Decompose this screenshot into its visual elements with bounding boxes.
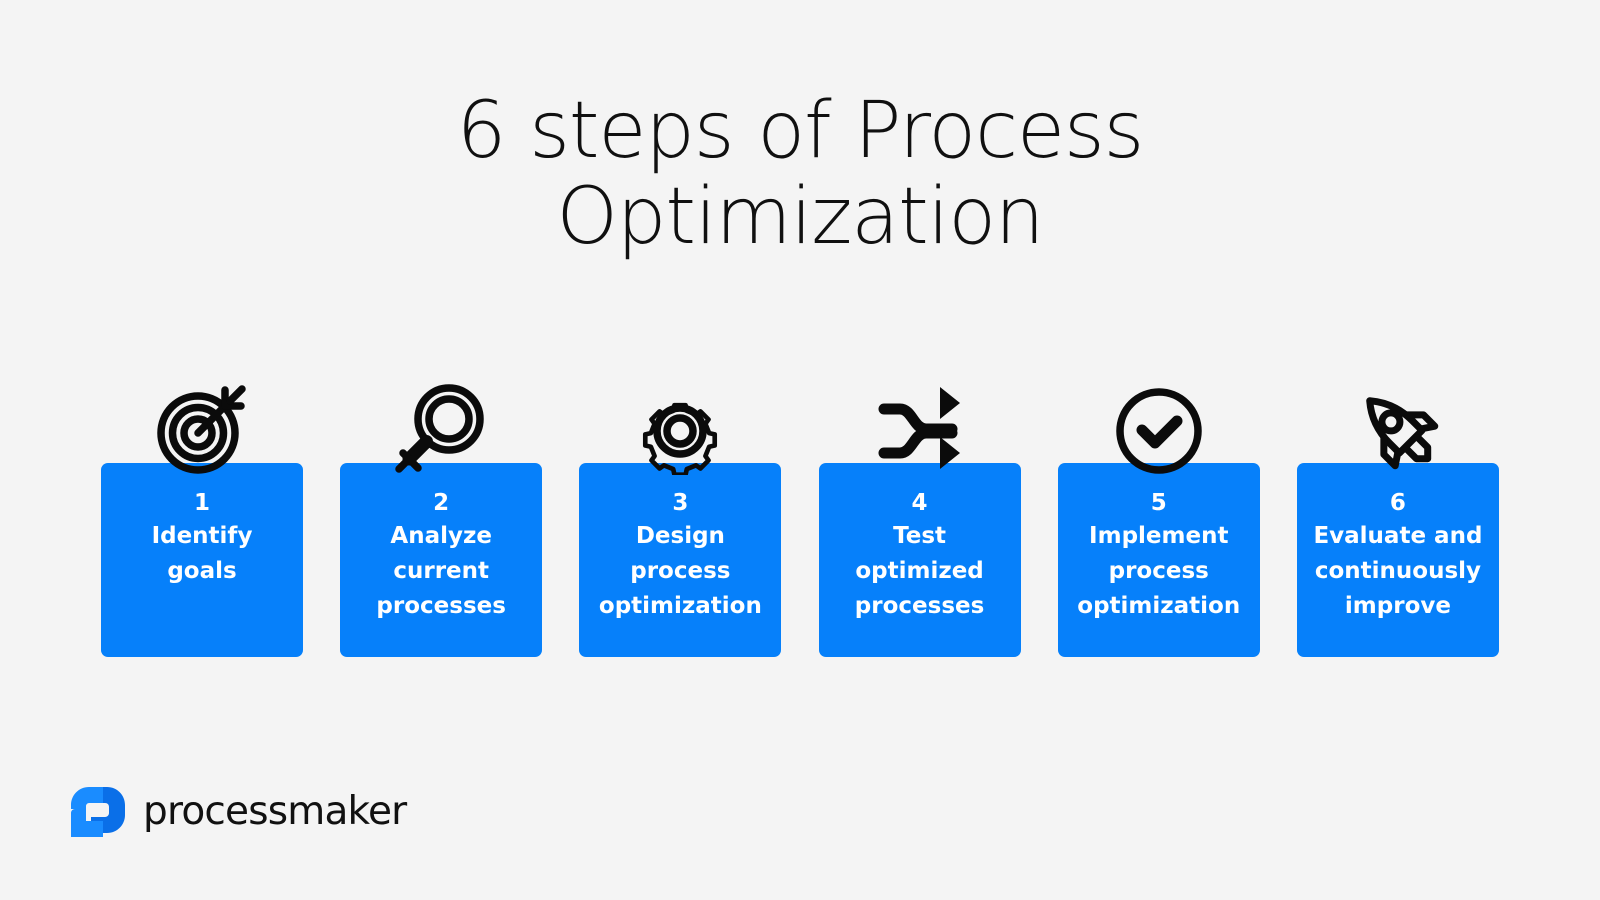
brand-name: processmaker	[143, 789, 407, 834]
step-card-2[interactable]: 2 Analyze current processes	[340, 384, 543, 657]
shuffle-arrows-icon	[868, 379, 972, 475]
gear-icon	[628, 379, 732, 475]
step-label: Test optimized processes	[854, 523, 985, 619]
step-label: Design process optimization	[598, 523, 762, 619]
page-title: 6 steps of Process Optimization	[0, 88, 1600, 260]
check-circle-icon	[1107, 379, 1211, 475]
magnifying-glass-icon	[389, 379, 493, 475]
page-title-line-2: Optimization	[556, 172, 1045, 262]
step-label: Evaluate and continuously improve	[1313, 523, 1483, 619]
step-number: 6	[1389, 490, 1406, 516]
step-number: 2	[433, 490, 450, 516]
processmaker-logo[interactable]: processmaker	[69, 783, 407, 841]
step-label: Analyze current processes	[376, 523, 506, 619]
step-card-6[interactable]: 6 Evaluate and continuously improve	[1296, 397, 1499, 657]
step-number: 1	[193, 490, 210, 516]
step-label: Implement process optimization	[1077, 523, 1241, 619]
page-title-line-1: 6 steps of Process	[456, 86, 1144, 176]
step-number: 5	[1150, 490, 1167, 516]
processmaker-logo-icon	[69, 783, 127, 841]
rocket-icon	[1346, 379, 1450, 475]
steps-row: 1 Identify goals 2 Analyze current proce…	[101, 384, 1499, 657]
step-number: 3	[672, 490, 689, 516]
step-card-3[interactable]: 3 Design process optimization	[579, 402, 782, 657]
target-icon	[150, 379, 254, 475]
step-card-1[interactable]: 1 Identify goals	[101, 385, 303, 657]
step-card-4[interactable]: 4 Test optimized processes	[818, 387, 1021, 657]
step-label: Identify goals	[151, 523, 253, 584]
step-number: 4	[911, 490, 928, 516]
step-card-5[interactable]: 5 Implement process optimization	[1057, 388, 1260, 657]
